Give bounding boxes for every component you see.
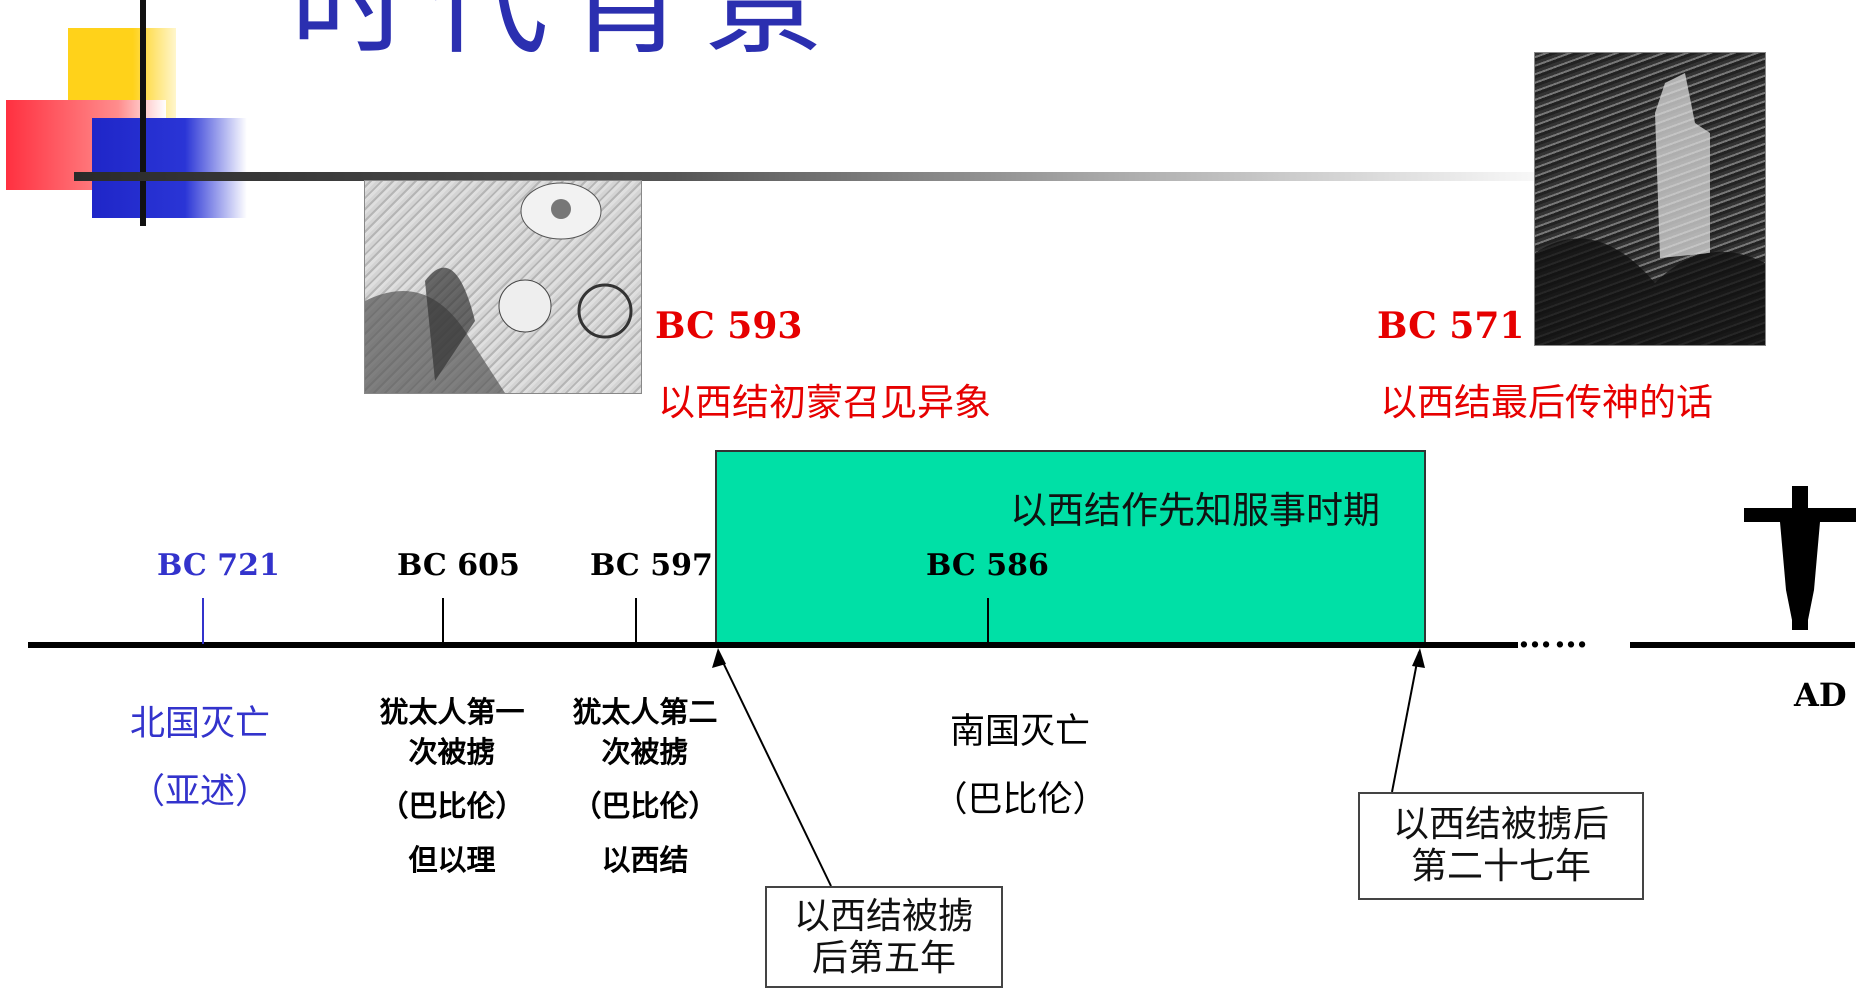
event-line: 次被掳	[601, 735, 689, 769]
timeline-axis-end	[1630, 642, 1855, 648]
event-line: （巴比伦）	[379, 789, 525, 823]
tick-mark-bc586	[987, 598, 989, 644]
timeline-continuation-dots: ……	[1518, 616, 1590, 656]
arrowhead-bc593	[712, 648, 726, 668]
ministry-period-bar	[715, 450, 1426, 646]
tick-year-bc605: BC 605	[397, 548, 520, 583]
timeline-axis	[28, 642, 1518, 648]
event-desc-bc571: 以西结最后传神的话	[1380, 381, 1713, 424]
event-desc-bc586: 南国灭亡 （巴比伦）	[920, 698, 1120, 834]
event-line: 犹太人第二	[572, 695, 718, 729]
title-vertical-rule	[140, 0, 146, 226]
tick-mark-bc721	[202, 598, 204, 644]
callout-line: 第二十七年	[1410, 846, 1591, 887]
prophet-engraving-image	[1534, 52, 1766, 346]
event-line: （亚述）	[129, 772, 270, 812]
arrowhead-bc571	[1412, 648, 1425, 668]
arrow-bc571	[1391, 651, 1420, 793]
event-line: （巴比伦）	[572, 789, 718, 823]
tick-year-bc586: BC 586	[926, 548, 1049, 583]
cross-icon	[1744, 486, 1856, 630]
event-line: 以西结	[601, 843, 689, 877]
event-desc-bc597: 犹太人第二 次被掳 （巴比伦） 以西结	[555, 692, 735, 880]
event-line: 但以理	[408, 843, 496, 877]
callout-line: 以西结被掳	[793, 896, 974, 937]
vision-engraving-image	[364, 180, 642, 394]
callout-line: 后第五年	[811, 938, 956, 979]
callout-line: 以西结被掳后	[1392, 804, 1609, 845]
event-desc-bc605: 犹太人第一 次被掳 （巴比伦） 但以理	[362, 692, 542, 880]
event-year-bc571: BC 571	[1377, 305, 1525, 347]
ad-label: AD	[1794, 676, 1847, 714]
event-desc-bc721: 北国灭亡 （亚述）	[100, 690, 300, 826]
callout-box-fifth-year: 以西结被掳 后第五年	[765, 886, 1003, 988]
event-line: （巴比伦）	[932, 780, 1108, 820]
tick-year-bc597: BC 597	[590, 548, 713, 583]
event-line: 次被掳	[408, 735, 496, 769]
event-line: 犹太人第一	[379, 695, 525, 729]
title-underline	[74, 172, 1574, 181]
event-year-bc593: BC 593	[655, 305, 803, 347]
tick-mark-bc597	[635, 598, 637, 644]
page-title: 时代背景	[290, 0, 842, 71]
ministry-period-label: 以西结作先知服事时期	[1010, 489, 1380, 532]
deco-blue-square	[92, 118, 247, 218]
tick-mark-bc605	[442, 598, 444, 644]
callout-box-27th-year: 以西结被掳后 第二十七年	[1358, 792, 1644, 900]
event-line: 南国灭亡	[949, 712, 1090, 752]
tick-year-bc721: BC 721	[157, 548, 280, 583]
event-desc-bc593: 以西结初蒙召见异象	[658, 381, 991, 424]
arrow-bc593	[717, 651, 832, 887]
event-line: 北国灭亡	[129, 704, 270, 744]
